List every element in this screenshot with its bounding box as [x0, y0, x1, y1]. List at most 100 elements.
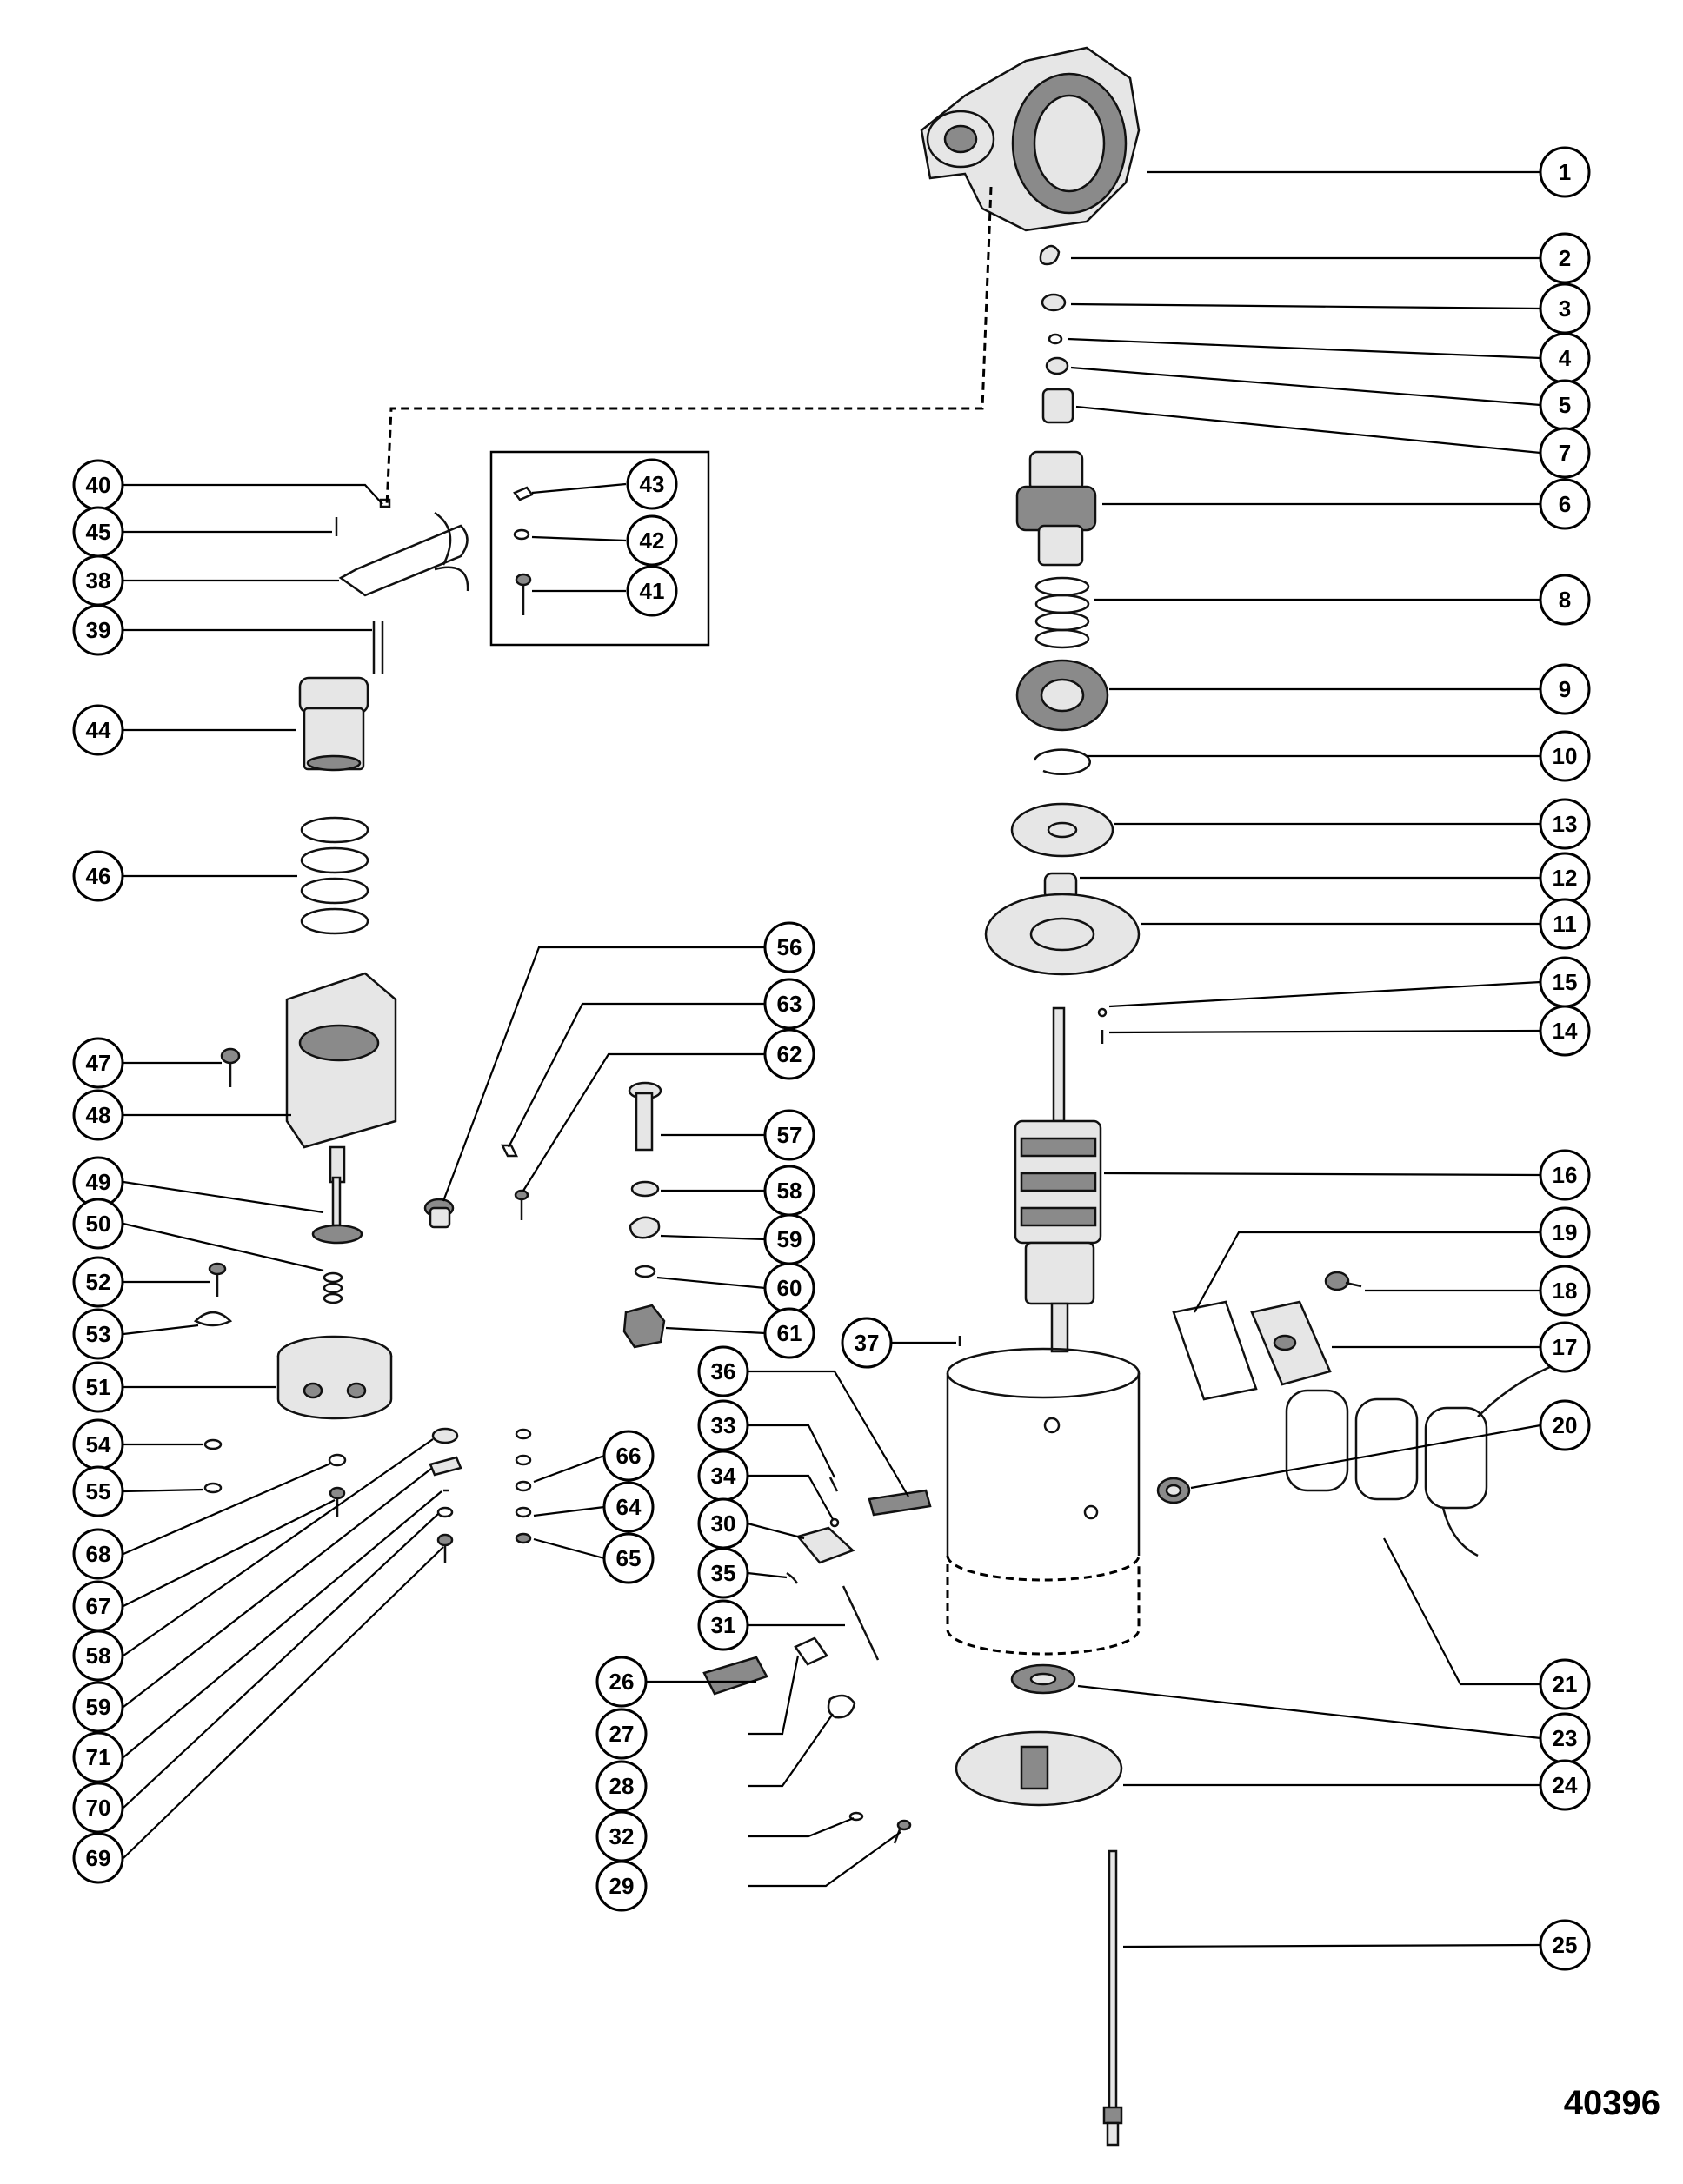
svg-text:8: 8 — [1559, 587, 1571, 613]
svg-text:58: 58 — [86, 1643, 111, 1669]
callout-60: 60 — [763, 1262, 815, 1314]
callout-23: 23 — [1539, 1712, 1591, 1764]
svg-text:34: 34 — [711, 1463, 736, 1489]
solenoid-cap-part — [276, 1335, 393, 1420]
leader-lines — [123, 170, 1541, 1948]
callout-33: 33 — [697, 1399, 749, 1451]
svg-text:44: 44 — [86, 717, 111, 743]
callout-28: 28 — [595, 1760, 648, 1812]
callout-12: 12 — [1539, 852, 1591, 904]
svg-text:11: 11 — [1553, 911, 1577, 937]
callout-14: 14 — [1539, 1005, 1591, 1057]
plunger-part — [298, 676, 369, 772]
callout-47: 47 — [72, 1037, 124, 1089]
callout-6: 6 — [1539, 478, 1591, 530]
callout-19: 19 — [1539, 1206, 1591, 1258]
svg-text:29: 29 — [609, 1873, 635, 1899]
callout-11: 11 — [1539, 898, 1591, 950]
svg-text:30: 30 — [711, 1510, 736, 1537]
drive-housing-part — [920, 46, 1141, 232]
brush-plate-part — [702, 1656, 768, 1696]
callout-1: 1 — [1539, 146, 1591, 198]
svg-text:50: 50 — [86, 1211, 111, 1237]
callout-38: 38 — [72, 554, 124, 607]
callout-42: 42 — [626, 514, 678, 567]
screw-part-67 — [329, 1486, 346, 1517]
long-screw-part — [842, 1585, 880, 1661]
svg-text:3: 3 — [1559, 295, 1571, 322]
through-bolt-part — [1102, 1849, 1123, 2147]
svg-text:69: 69 — [86, 1845, 111, 1871]
callout-21: 21 — [1539, 1658, 1591, 1710]
washer-part-60 — [634, 1265, 656, 1278]
svg-text:68: 68 — [86, 1541, 111, 1567]
svg-text:51: 51 — [86, 1374, 111, 1400]
svg-text:59: 59 — [86, 1694, 111, 1720]
svg-text:54: 54 — [86, 1431, 111, 1457]
callout-35: 35 — [697, 1547, 749, 1599]
callout-32: 32 — [595, 1810, 648, 1862]
svg-text:35: 35 — [711, 1560, 736, 1586]
callout-27: 27 — [595, 1708, 648, 1760]
callout-53: 53 — [72, 1308, 124, 1360]
svg-text:6: 6 — [1559, 491, 1571, 517]
grommet-part — [1156, 1477, 1191, 1504]
svg-text:64: 64 — [616, 1494, 642, 1520]
svg-text:37: 37 — [855, 1330, 880, 1356]
dashed-connection-line — [385, 186, 993, 508]
cap-screw-part — [208, 1262, 227, 1297]
callout-59-center: 59 — [763, 1213, 815, 1265]
callout-51: 51 — [72, 1361, 124, 1413]
bearing-part — [1015, 659, 1109, 732]
callout-70: 70 — [72, 1782, 124, 1834]
contact-disc-part — [311, 1176, 363, 1245]
svg-text:7: 7 — [1559, 440, 1571, 466]
solenoid-housing-part — [285, 972, 397, 1184]
svg-text:33: 33 — [711, 1412, 736, 1438]
cover-plate-part — [1250, 1300, 1332, 1386]
callout-56: 56 — [763, 921, 815, 973]
svg-text:2: 2 — [1559, 245, 1571, 271]
svg-text:66: 66 — [616, 1443, 642, 1469]
brush-holder-part — [868, 1489, 932, 1517]
washer-part-66b — [515, 1454, 532, 1466]
plunger-spring-part — [300, 816, 369, 935]
callout-67: 67 — [72, 1580, 124, 1632]
svg-text:39: 39 — [86, 617, 111, 643]
callout-25: 25 — [1539, 1919, 1591, 1971]
callout-43: 43 — [626, 458, 678, 510]
clip-part — [193, 1311, 233, 1327]
svg-text:12: 12 — [1553, 865, 1578, 891]
svg-text:58: 58 — [777, 1178, 802, 1204]
callout-41: 41 — [626, 565, 678, 617]
svg-text:40: 40 — [86, 472, 111, 498]
callout-bubbles: 1 2 3 4 5 7 6 8 9 10 13 12 11 15 14 16 1… — [72, 146, 1591, 1971]
callout-50: 50 — [72, 1198, 124, 1250]
svg-text:43: 43 — [640, 471, 665, 497]
callout-59-left: 59 — [72, 1681, 124, 1733]
shift-lever-part — [338, 511, 469, 597]
callout-58-center: 58 — [763, 1165, 815, 1217]
gasket-part — [1172, 1300, 1258, 1401]
svg-text:31: 31 — [711, 1612, 736, 1638]
callout-2: 2 — [1539, 232, 1591, 284]
svg-text:56: 56 — [777, 934, 802, 960]
callout-20: 20 — [1539, 1399, 1591, 1451]
svg-text:59: 59 — [777, 1226, 802, 1252]
callout-68: 68 — [72, 1528, 124, 1580]
svg-text:36: 36 — [711, 1358, 736, 1384]
svg-text:16: 16 — [1553, 1162, 1578, 1188]
svg-text:42: 42 — [640, 528, 665, 554]
washer-part-64 — [515, 1480, 532, 1492]
brush-part — [795, 1526, 855, 1564]
screw-part-29 — [893, 1819, 912, 1844]
callout-5: 5 — [1539, 379, 1591, 431]
callout-10: 10 — [1539, 730, 1591, 782]
hardware-inset — [513, 486, 534, 615]
callout-48: 48 — [72, 1089, 124, 1141]
terminal-part-59a — [629, 1216, 661, 1239]
svg-text:27: 27 — [609, 1721, 635, 1747]
end-cap-part — [955, 1730, 1123, 1807]
svg-text:48: 48 — [86, 1102, 111, 1128]
callout-55: 55 — [72, 1465, 124, 1517]
